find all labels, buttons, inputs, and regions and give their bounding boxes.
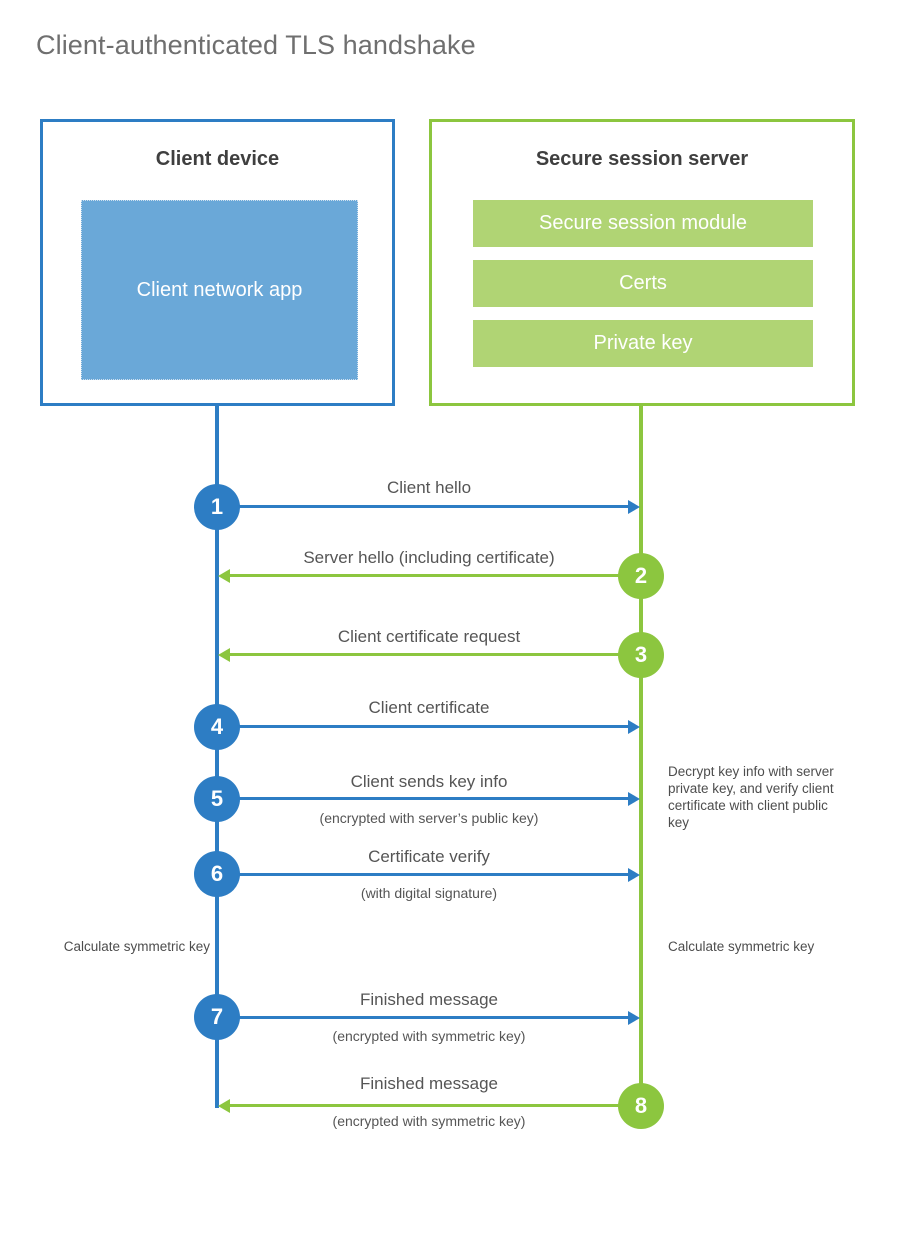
message-arrow-8 xyxy=(218,1098,641,1113)
step-circle-2[interactable]: 2 xyxy=(618,553,664,599)
server-box-title: Secure session server xyxy=(535,148,749,170)
message-label-1: Client hello xyxy=(386,478,472,497)
client-network-app-label: Client network app xyxy=(136,278,303,301)
step-circle-7[interactable]: 7 xyxy=(194,994,240,1040)
lifeline-client xyxy=(215,404,219,1108)
message-label-6: Certificate verify xyxy=(368,847,490,866)
message-arrow-5 xyxy=(217,791,640,806)
message-arrow-2 xyxy=(218,568,641,583)
message-sublabel-5: (encrypted with server’s public key) xyxy=(319,810,539,826)
actor-box-client: Client device Client network app xyxy=(40,119,395,406)
server-module-item: Secure session module xyxy=(473,200,813,247)
note-server-decrypt: Decrypt key info with server private key… xyxy=(668,764,834,830)
step-circle-6[interactable]: 6 xyxy=(194,851,240,897)
step-circle-8[interactable]: 8 xyxy=(618,1083,664,1129)
lifeline-server xyxy=(639,404,643,1106)
message-arrow-3 xyxy=(218,647,641,662)
page-title: Client-authenticated TLS handshake xyxy=(36,30,476,60)
message-arrow-1 xyxy=(217,499,640,514)
message-label-3: Client certificate request xyxy=(337,627,521,646)
message-sublabel-6: (with digital signature) xyxy=(360,885,498,901)
note-server-calculate: Calculate symmetric key xyxy=(668,939,815,954)
step-circle-5[interactable]: 5 xyxy=(194,776,240,822)
client-network-app-block: Client network app xyxy=(81,200,358,380)
server-module-item: Certs xyxy=(473,260,813,307)
note-client-calculate: Calculate symmetric key xyxy=(63,939,210,954)
message-label-8: Finished message xyxy=(360,1074,498,1093)
message-label-5: Client sends key info xyxy=(350,772,508,791)
message-arrow-4 xyxy=(217,719,640,734)
message-sublabel-8: (encrypted with symmetric key) xyxy=(332,1113,526,1129)
message-label-2: Server hello (including certificate) xyxy=(303,548,555,567)
step-circle-1[interactable]: 1 xyxy=(194,484,240,530)
step-circle-4[interactable]: 4 xyxy=(194,704,240,750)
actor-box-server: Secure session server Secure session mod… xyxy=(429,119,855,406)
step-circle-3[interactable]: 3 xyxy=(618,632,664,678)
message-arrow-7 xyxy=(217,1010,640,1025)
server-modules-list: Secure session module Certs Private key xyxy=(473,200,813,367)
client-box-title: Client device xyxy=(155,148,280,170)
message-arrow-6 xyxy=(217,867,640,882)
message-label-7: Finished message xyxy=(360,990,498,1009)
server-module-item: Private key xyxy=(473,320,813,367)
message-label-4: Client certificate xyxy=(368,698,490,717)
message-sublabel-7: (encrypted with symmetric key) xyxy=(332,1028,526,1044)
